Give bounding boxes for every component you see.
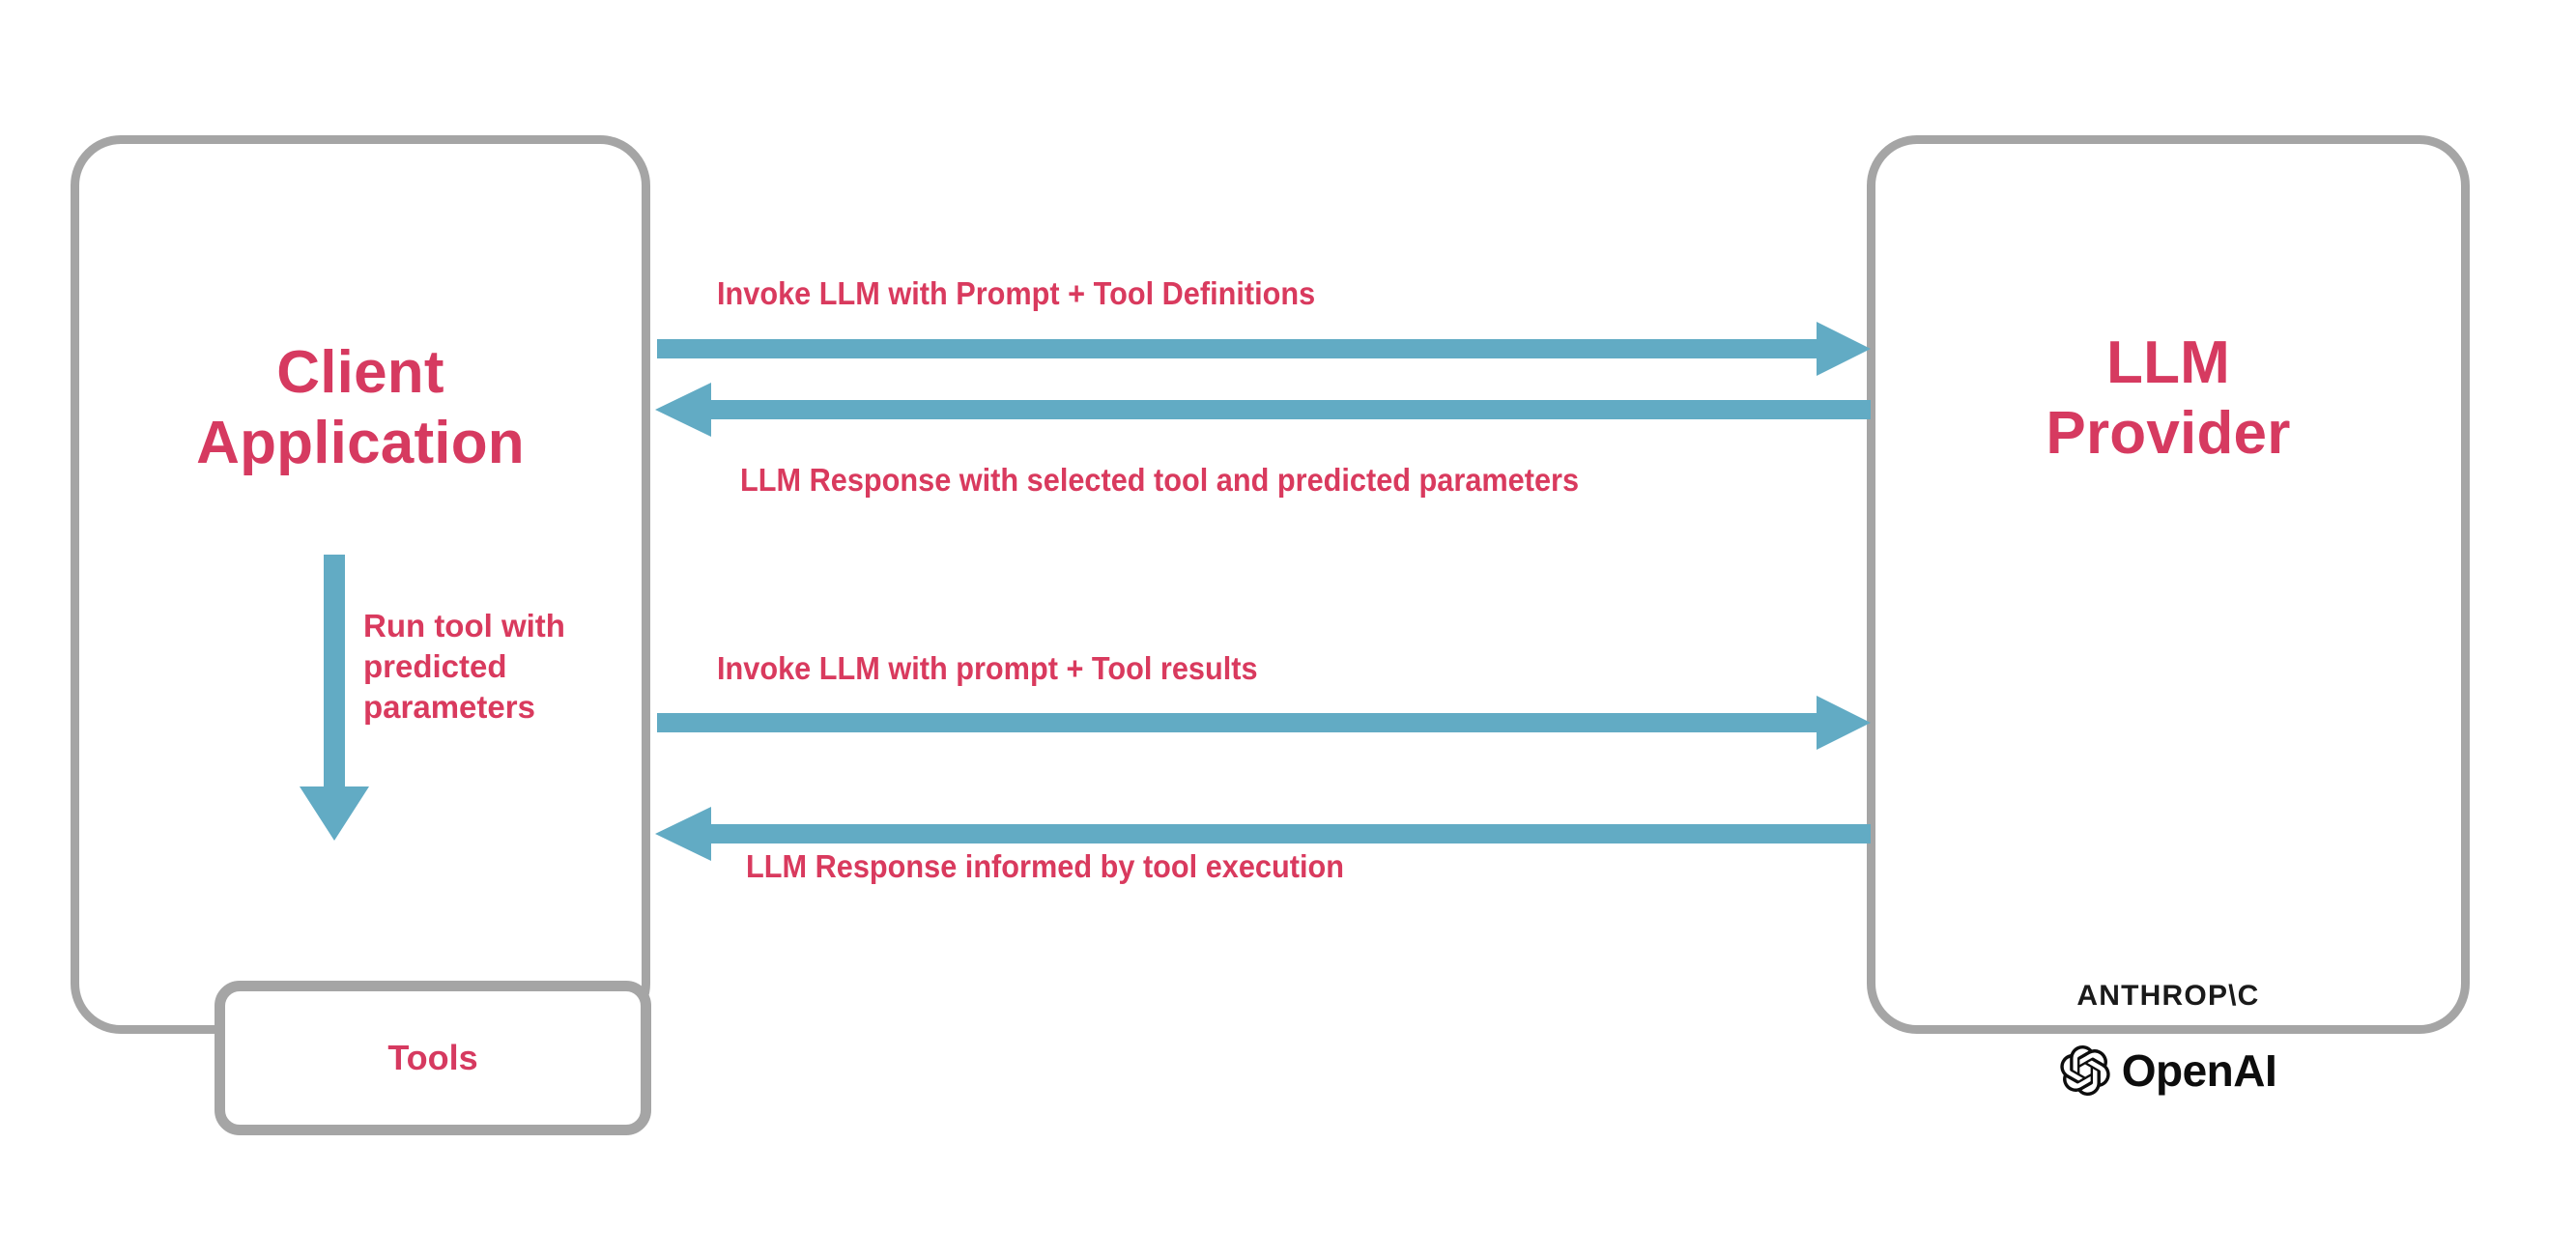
llm-provider-box[interactable]: LLM Provider ANTHROP\C OpenAI: [1867, 135, 2470, 1096]
edge-label-invoke-2: Invoke LLM with prompt + Tool results: [717, 650, 1258, 686]
edge-label-response-2: LLM Response informed by tool execution: [746, 848, 1344, 884]
edge-label-run-tool: Run tool with predicted parameters: [363, 608, 565, 726]
edge-label-response-1: LLM Response with selected tool and pred…: [740, 462, 1580, 498]
client-application-box[interactable]: Client Application Tools: [71, 135, 651, 1135]
openai-knot-icon: [2060, 1045, 2110, 1096]
openai-logo: OpenAI: [1875, 1044, 2461, 1097]
arrow-run-tool-with-predicted-parameters: [300, 555, 369, 841]
arrow-llm-response-informed-by-tool-execution: [655, 807, 1871, 861]
arrow-llm-response-with-selected-tool: [655, 383, 1871, 437]
client-application-title: Client Application: [196, 339, 525, 477]
tools-label: Tools: [387, 1038, 478, 1077]
arrow-invoke-llm-with-prompt-and-tool-results: [657, 696, 1871, 750]
arrow-invoke-llm-with-prompt-and-tool-definitions: [657, 322, 1871, 376]
anthropic-logo: ANTHROP\C: [2076, 980, 2260, 1012]
edge-label-invoke-1: Invoke LLM with Prompt + Tool Definition…: [717, 275, 1316, 311]
openai-wordmark: OpenAI: [2121, 1045, 2277, 1096]
llm-provider-title: LLM Provider: [2046, 329, 2291, 468]
tools-box[interactable]: Tools: [215, 981, 651, 1135]
